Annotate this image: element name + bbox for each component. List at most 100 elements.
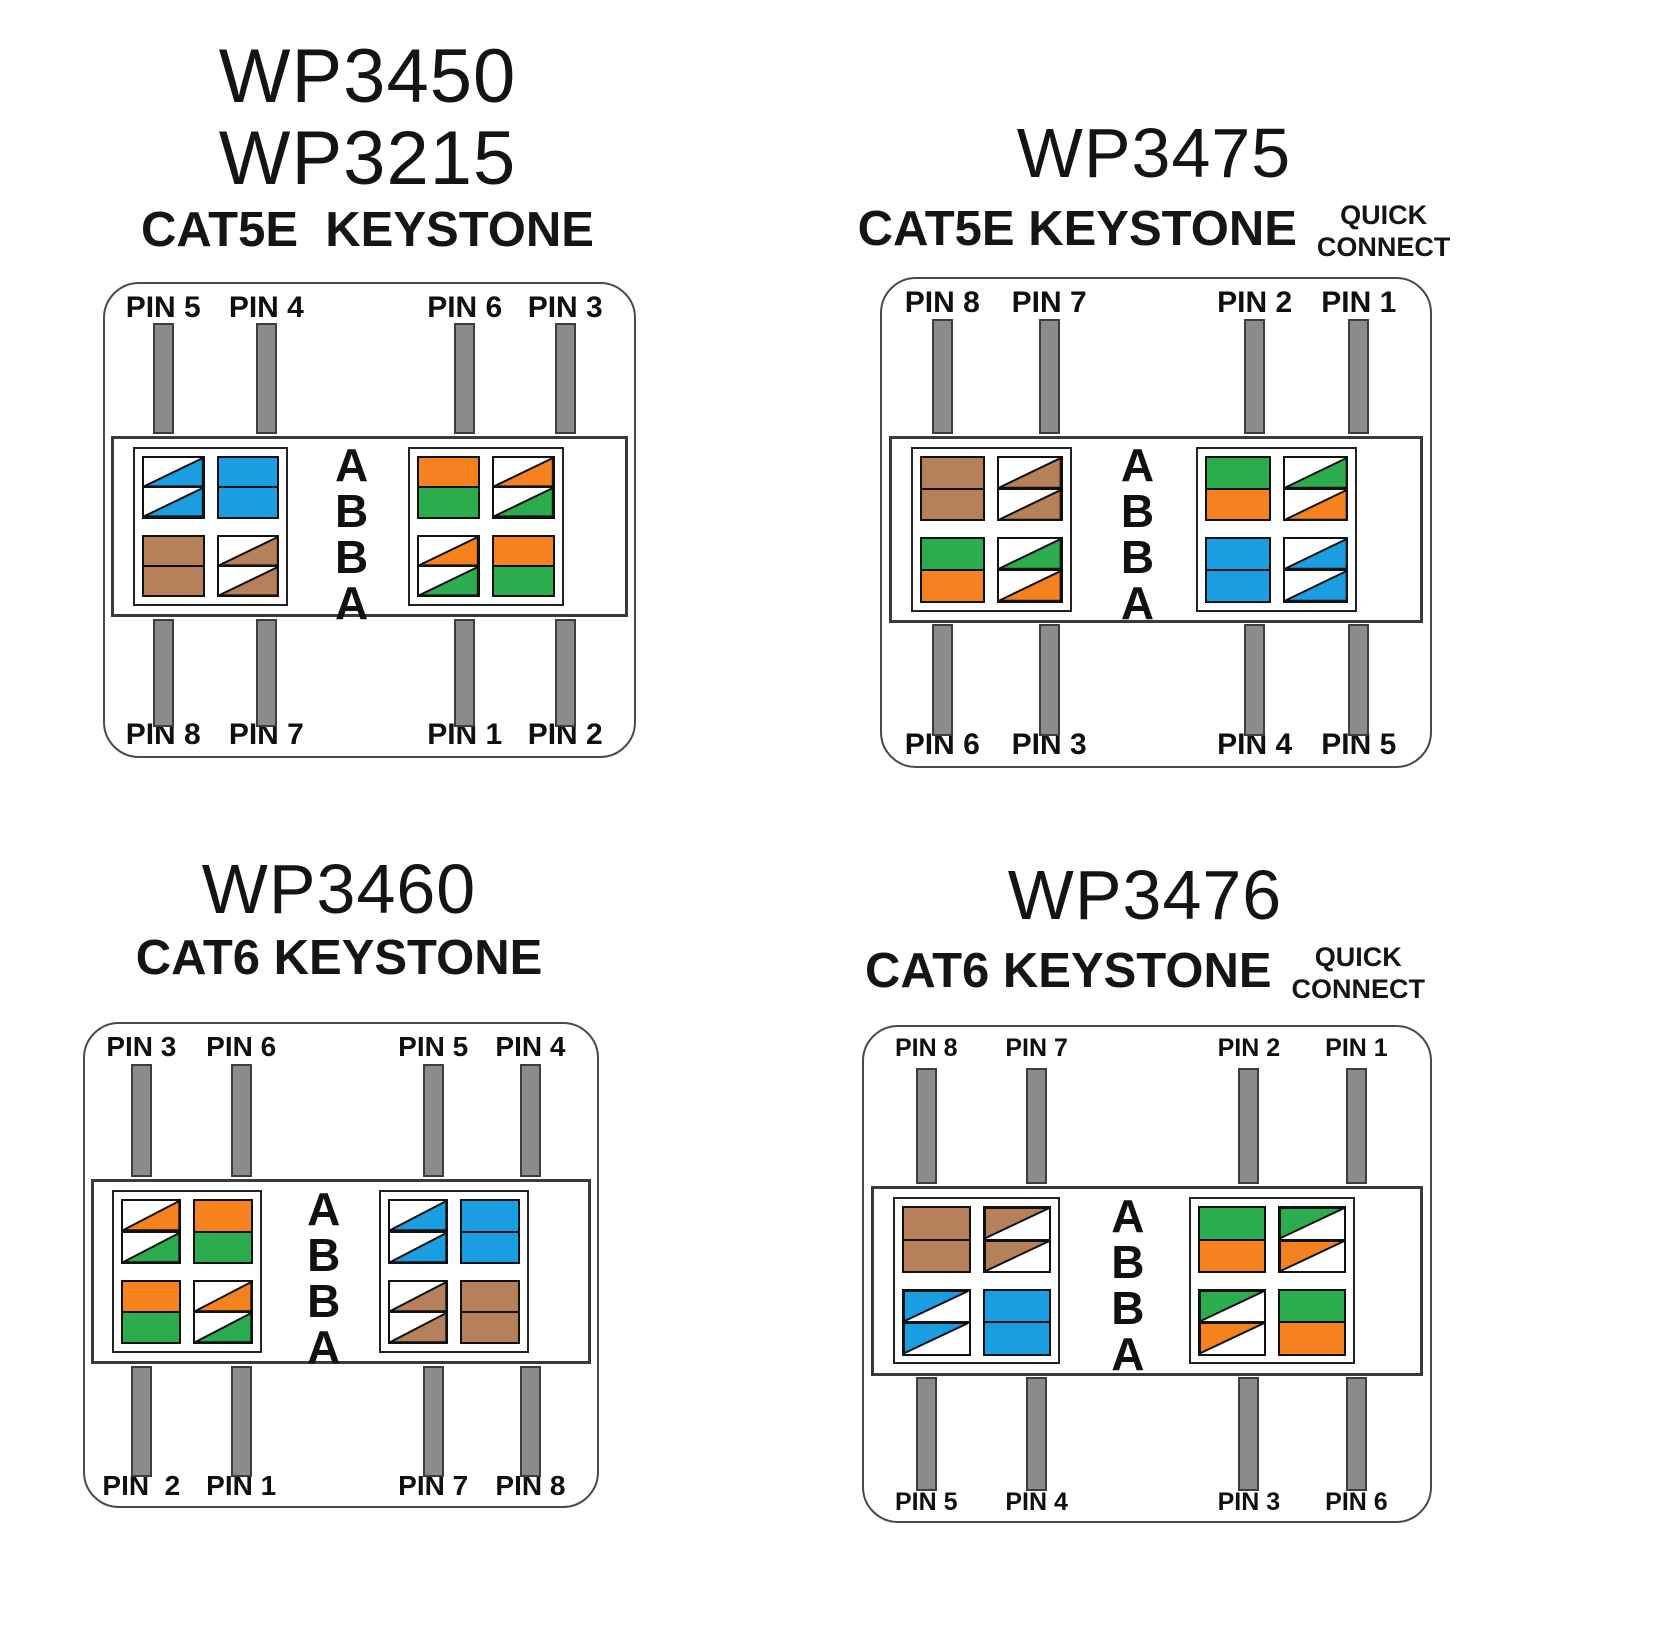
wire-half-blue-solid: [982, 1321, 1052, 1356]
wire-half-green-stripe: [997, 537, 1063, 571]
pin-label: PIN 6: [427, 290, 503, 324]
jack-pin: [1345, 1067, 1367, 1185]
model-number: WP3215: [218, 116, 517, 201]
wire-half-orange-stripe: [417, 534, 481, 567]
jack-pin: [915, 1377, 937, 1491]
stripe-triangle: [419, 536, 479, 565]
wire-half-green-solid: [1205, 455, 1271, 490]
stripe-triangle: [144, 488, 203, 517]
pin-label: PIN 6: [1325, 1488, 1388, 1517]
wire-pair-cell: [417, 455, 481, 519]
jack-pin: [255, 322, 277, 435]
jack-pin: [554, 618, 576, 728]
stripe-triangle: [999, 539, 1061, 569]
jack-pin: [152, 322, 174, 435]
jack-pin: [519, 1365, 541, 1477]
tia-letter: A: [1111, 1327, 1145, 1380]
wire-half-brown-solid: [902, 1238, 971, 1273]
wire-half-blue-stripe: [1282, 537, 1349, 571]
wire-pair-cell: [216, 534, 280, 598]
wire-half-green-solid: [919, 537, 986, 571]
wire-pair-cell: [216, 455, 280, 519]
stripe-triangle: [219, 536, 278, 565]
pin-label: PIN 5: [1321, 728, 1397, 762]
jack-pin: [1244, 318, 1266, 434]
pin-label: PIN 2: [527, 718, 603, 752]
wire-half-green-stripe: [1277, 1206, 1347, 1241]
stripe-triangle: [195, 1312, 252, 1343]
wire-pair-cell: [1205, 455, 1271, 522]
pin-label: PIN 4: [1005, 1488, 1068, 1517]
pin-label: PIN 3: [527, 290, 603, 324]
wire-pair-cell: [120, 1199, 182, 1264]
pin-label: PIN 7: [1005, 1033, 1068, 1062]
jack-pin: [422, 1365, 444, 1477]
wire-group-left: [111, 1190, 263, 1354]
jack-pin: [915, 1067, 937, 1185]
wire-half-green-solid: [120, 1310, 182, 1345]
tia-letter: A: [307, 1320, 341, 1373]
wire-half-orange-solid: [1197, 1238, 1266, 1273]
wire-half-blue-solid: [1205, 569, 1271, 603]
wire-half-orange-stripe: [193, 1279, 254, 1313]
quick-connect-line: QUICK: [1340, 200, 1428, 230]
jack-pin: [230, 1063, 252, 1178]
pin-label: PIN 2: [1217, 285, 1293, 319]
panel-subtitle: CAT5E KEYSTONE: [857, 201, 1297, 256]
wire-half-brown-stripe: [982, 1238, 1052, 1273]
tia-letter: A: [335, 439, 369, 492]
wire-half-orange-stripe: [997, 569, 1063, 603]
wire-half-blue-solid: [459, 1199, 521, 1233]
pin-label: PIN 1: [206, 1470, 277, 1502]
stripe-triangle: [1199, 1323, 1264, 1354]
wire-pair-cell: [1282, 455, 1349, 522]
panel-subtitle: CAT5E KEYSTONE: [141, 203, 594, 257]
pin-label: PIN 8: [904, 285, 980, 319]
jack-pin: [1238, 1377, 1260, 1491]
subtitle-row: CAT6 KEYSTONE: [83, 930, 595, 986]
stripe-triangle: [1199, 1290, 1264, 1322]
wire-half-brown-solid: [459, 1279, 521, 1313]
wire-half-blue-stripe: [141, 455, 205, 489]
pin-label: PIN 7: [1011, 285, 1087, 319]
jack-pin: [931, 624, 953, 737]
tia-letter: B: [307, 1274, 341, 1327]
pin-label: PIN 2: [102, 1470, 181, 1502]
stripe-triangle: [1284, 489, 1347, 520]
stripe-triangle: [1284, 571, 1347, 601]
stripe-triangle: [390, 1312, 446, 1343]
wire-half-brown-solid: [919, 455, 986, 490]
jack-pin: [931, 318, 953, 434]
stripe-triangle: [419, 566, 479, 596]
wire-pair-cell: [492, 534, 555, 598]
wire-half-brown-solid: [919, 487, 986, 522]
wire-pair-cell: [1197, 1288, 1266, 1356]
pin-label: PIN 3: [1011, 728, 1087, 762]
quick-connect-line: QUICK: [1314, 942, 1402, 972]
wire-half-blue-solid: [216, 455, 280, 489]
wire-pair-cell: [387, 1279, 448, 1345]
wire-pair-cell: [459, 1199, 521, 1264]
wire-half-orange-stripe: [1277, 1238, 1347, 1273]
jack-pin: [1348, 624, 1370, 737]
wire-pair-cell: [902, 1288, 971, 1356]
wire-half-green-stripe: [1197, 1288, 1266, 1324]
wire-half-green-solid: [1197, 1206, 1266, 1241]
wire-half-blue-stripe: [141, 486, 205, 519]
wire-group-right: [1188, 1197, 1356, 1365]
jack-pin: [130, 1063, 152, 1178]
wire-half-green-stripe: [417, 564, 481, 598]
stripe-triangle: [390, 1232, 446, 1262]
model-number: WP3450: [218, 34, 517, 119]
pin-label: PIN 4: [228, 290, 304, 324]
pin-label: PIN 1: [1321, 285, 1397, 319]
